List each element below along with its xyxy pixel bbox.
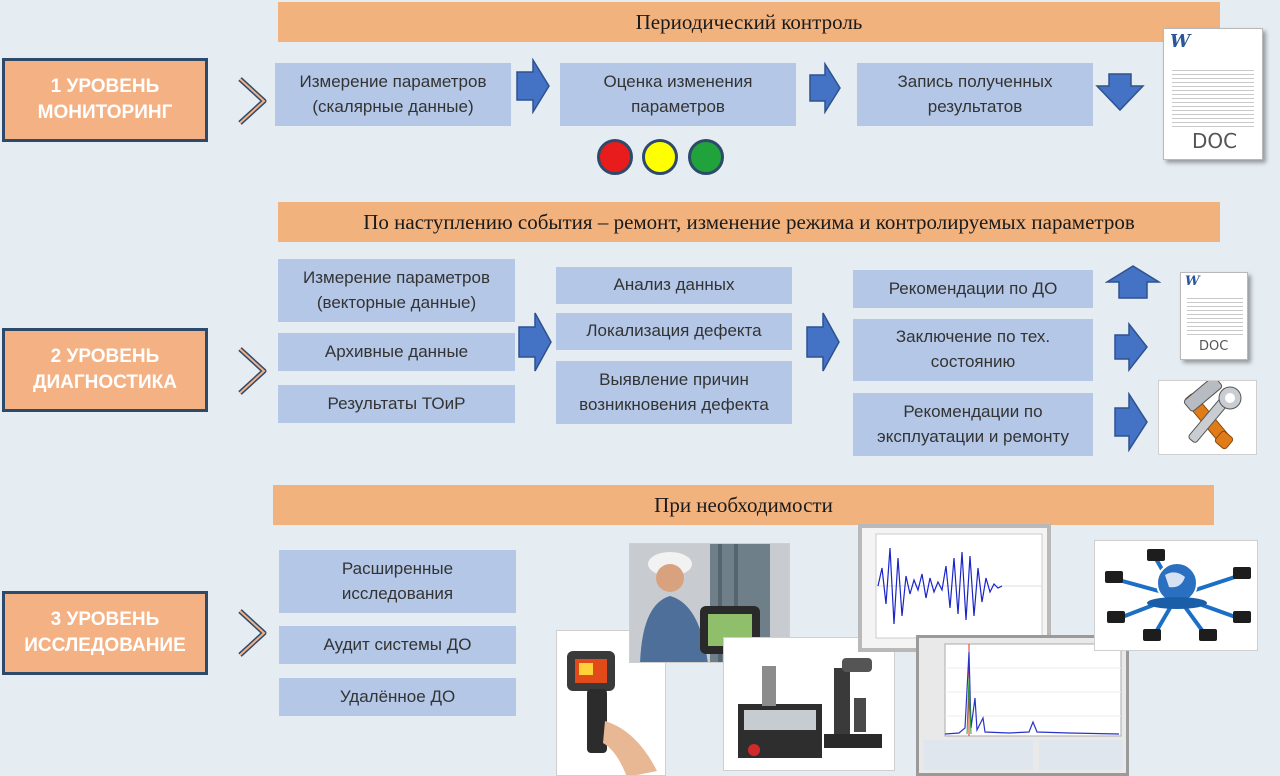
box-text: (векторные данные) <box>316 292 477 312</box>
thermal-camera-photo <box>556 630 666 776</box>
status-red-light-icon <box>597 139 633 175</box>
level-2-title: 2 УРОВЕНЬ <box>50 346 160 368</box>
banner-periodic-control: Периодический контроль <box>278 2 1220 42</box>
word-doc-icon: W DOC <box>1180 272 1248 360</box>
arrow-down-icon <box>1095 73 1145 112</box>
box-text: Выявление причин <box>599 369 749 389</box>
level-2-subtitle: ДИАГНОСТИКА <box>32 372 177 393</box>
doc-label: DOC <box>1199 339 1229 354</box>
lab-equipment-icon <box>738 658 882 758</box>
box-recommendations-do: Рекомендации по ДО <box>853 270 1093 308</box>
level-3-chevron-icon <box>238 609 267 657</box>
box-text: исследования <box>341 583 454 603</box>
waveform-icon <box>875 533 1043 639</box>
box-text: (скалярные данные) <box>312 96 474 116</box>
word-letter-icon: W <box>1170 31 1191 52</box>
waveform-plot-image <box>858 524 1051 652</box>
box-technical-conclusion: Заключение по тех. состоянию <box>853 319 1093 381</box>
arrow-right-icon <box>1114 392 1148 452</box>
box-archive-data: Архивные данные <box>278 333 515 371</box>
arrow-right-icon <box>806 312 840 372</box>
arrow-right-icon <box>809 62 841 114</box>
arrow-right-icon <box>516 58 550 114</box>
box-defect-localization: Локализация дефекта <box>556 313 792 350</box>
box-operation-repair-recommendations: Рекомендации по эксплуатации и ремонту <box>853 393 1093 456</box>
box-toir-results: Результаты ТОиР <box>278 385 515 423</box>
level-2-chevron-icon <box>238 347 267 395</box>
level-2-diagnostics: 2 УРОВЕНЬ ДИАГНОСТИКА <box>2 328 208 412</box>
box-text: Заключение по тех. <box>895 327 1051 347</box>
box-text: эксплуатации и ремонту <box>877 426 1069 446</box>
spectrum-icon <box>923 643 1123 770</box>
level-1-title: 1 УРОВЕНЬ <box>50 76 160 98</box>
doc-text-lines <box>1172 67 1254 129</box>
level-3-title: 3 УРОВЕНЬ <box>50 609 160 631</box>
status-yellow-light-icon <box>642 139 678 175</box>
box-text: Измерение параметров <box>303 267 490 287</box>
status-green-light-icon <box>688 139 724 175</box>
level-3-research: 3 УРОВЕНЬ ИССЛЕДОВАНИЕ <box>2 591 208 675</box>
box-record-results: Запись полученных результатов <box>857 63 1093 126</box>
thermal-camera-icon <box>567 651 657 775</box>
microscope-lab-photo <box>723 637 895 771</box>
banner-event-driven: По наступлению события – ремонт, изменен… <box>278 202 1220 242</box>
arrow-right-icon <box>518 312 552 372</box>
box-text: Рекомендации по <box>903 401 1043 421</box>
spectrum-plot-image <box>916 635 1129 776</box>
box-data-analysis: Анализ данных <box>556 267 792 304</box>
box-text: возникновения дефекта <box>579 394 769 414</box>
box-remote-diagnostics: Удалённое ДО <box>279 678 516 716</box>
doc-label: DOC <box>1192 129 1238 153</box>
box-assess-change: Оценка изменения параметров <box>560 63 796 126</box>
box-defect-causes: Выявление причин возникновения дефекта <box>556 361 792 424</box>
box-text: состоянию <box>930 352 1016 371</box>
level-1-monitoring: 1 УРОВЕНЬ МОНИТОРИНГ <box>2 58 208 142</box>
box-system-audit: Аудит системы ДО <box>279 626 516 664</box>
box-text: Расширенные <box>341 558 454 578</box>
level-1-chevron-icon <box>238 77 267 125</box>
hammer-wrench-icon <box>1183 381 1242 450</box>
arrow-up-icon <box>1105 265 1161 299</box>
network-globe-icon <box>1094 540 1258 651</box>
doc-text-lines <box>1187 295 1243 335</box>
level-1-subtitle: МОНИТОРИНГ <box>37 102 173 123</box>
box-text: Оценка изменения <box>603 71 753 91</box>
box-measure-vector: Измерение параметров (векторные данные) <box>278 259 515 322</box>
word-letter-icon: W <box>1185 274 1200 289</box>
box-text: параметров <box>631 96 725 116</box>
box-text: Запись полученных <box>897 71 1053 91</box>
box-measure-scalar: Измерение параметров (скалярные данные) <box>275 63 511 126</box>
word-doc-icon: W DOC <box>1163 28 1263 160</box>
box-text: Измерение параметров <box>299 71 487 91</box>
network-icon <box>1105 549 1251 641</box>
arrow-right-icon <box>1114 322 1148 372</box>
box-extended-research: Расширенные исследования <box>279 550 516 613</box>
level-3-subtitle: ИССЛЕДОВАНИЕ <box>24 635 186 656</box>
banner-when-necessary: При необходимости <box>273 485 1214 525</box>
box-text: результатов <box>927 96 1023 116</box>
tools-icon <box>1158 380 1257 455</box>
